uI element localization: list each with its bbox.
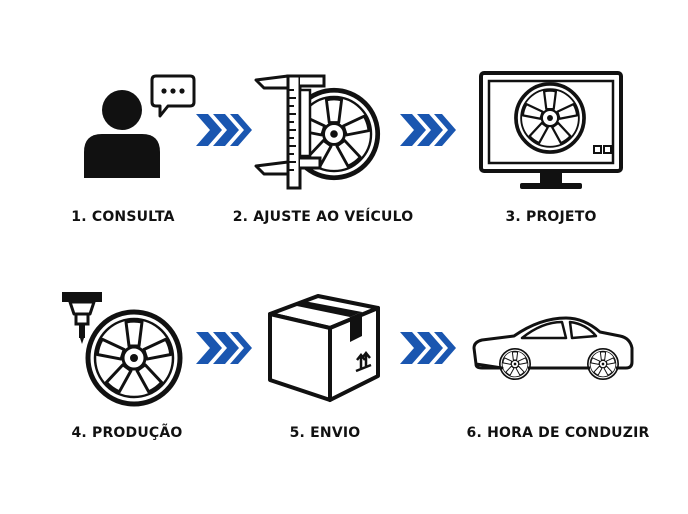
double-chevron-right-icon [400, 332, 456, 364]
double-chevron-right-icon [196, 332, 252, 364]
double-chevron-right-icon [400, 114, 456, 146]
caliper-wheel-icon [254, 74, 384, 190]
car-icon [472, 316, 634, 381]
step-3-label: 3. PROJETO [505, 209, 597, 225]
step-2-label: 2. AJUSTE AO VEÍCULO [232, 209, 414, 225]
double-chevron-right-icon [196, 114, 252, 146]
step-6-label: 6. HORA DE CONDUZIR [466, 425, 650, 441]
step-5-label: 5. ENVIO [289, 425, 361, 441]
box-icon [268, 294, 380, 402]
step-4-label: 4. PRODUÇÃO [71, 425, 183, 441]
cnc-wheel-icon [62, 292, 184, 412]
monitor-wheel-icon [479, 71, 623, 189]
step-1-label: 1. CONSULTA [71, 209, 175, 225]
user-chat-icon [84, 74, 196, 178]
